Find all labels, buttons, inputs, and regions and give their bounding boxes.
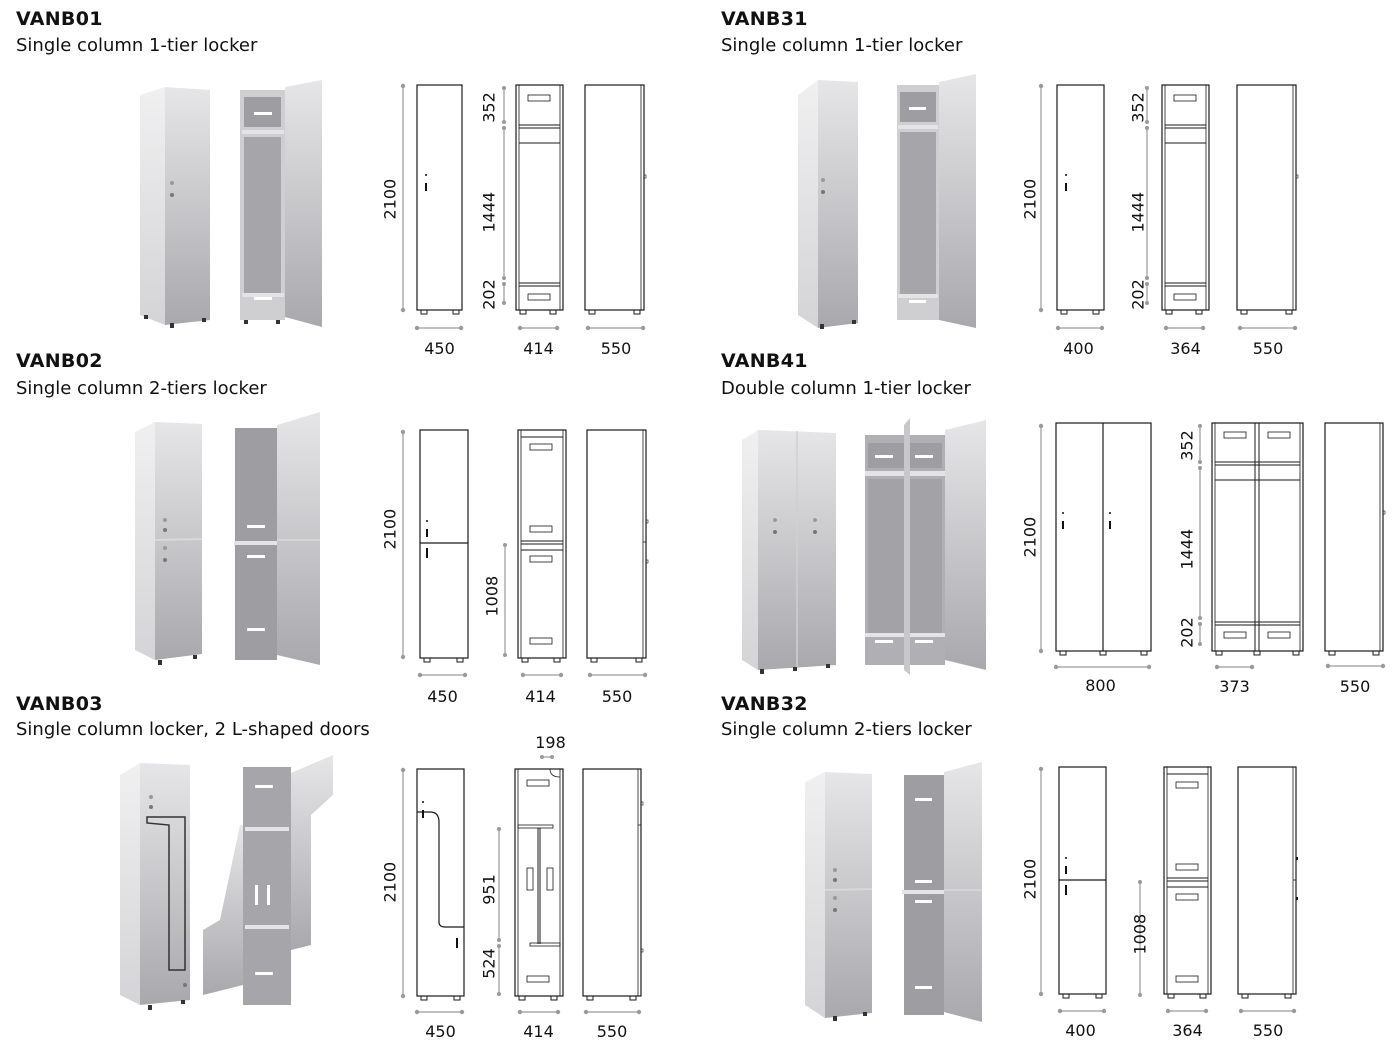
width-dimension: 450 [425,1022,456,1041]
lower-tier-dimension: 1008 [1130,913,1150,955]
upper-door-dimension: 951 [479,874,499,905]
side-view-drawing [586,429,649,678]
front-view-drawing [1038,83,1105,331]
product-code: VANB41 [721,350,808,372]
depth-dimension: 550 [596,1022,628,1041]
lower-tier-dimension: 1008 [482,575,502,617]
height-dimension: 2100 [1020,858,1040,900]
interior-width-dimension: 364 [1172,1021,1203,1040]
front-view-drawing [1038,766,1107,1014]
middle-compartment-dimension: 1444 [1128,191,1148,233]
locker-photo [140,80,322,328]
interior-width-dimension: 414 [525,687,556,706]
width-dimension: 450 [424,339,455,358]
height-dimension: 2100 [380,861,400,903]
width-dimension: 400 [1065,1021,1096,1040]
locker-photo [120,755,333,1010]
middle-compartment-dimension: 1444 [1177,528,1197,570]
interior-view-drawing [1145,84,1210,331]
height-dimension: 2100 [380,178,400,220]
height-dimension: 2100 [1020,178,1040,220]
side-view-drawing [1237,766,1298,1014]
depth-dimension: 550 [1252,1021,1284,1040]
locker-photo [805,762,982,1022]
product-description: Single column locker, 2 L-shaped doors [16,719,370,740]
width-dimension: 450 [427,687,458,706]
interior-width-dimension: 414 [523,1022,554,1041]
interior-width-dimension: 414 [523,339,554,358]
lower-door-dimension: 524 [479,948,499,979]
product-code: VANB31 [721,8,808,30]
height-dimension: 2100 [1020,516,1040,558]
product-description: Single column 2-tiers locker [721,719,972,740]
interior-view-drawing [497,755,564,1015]
bottom-compartment-dimension: 202 [1128,279,1148,310]
width-dimension: 400 [1063,339,1094,358]
side-view-drawing [582,768,644,1015]
product-description: Single column 1-tier locker [721,35,963,56]
interior-view-drawing [1198,422,1304,670]
locker-photo [742,418,986,675]
top-compartment-dimension: 352 [479,92,499,123]
bottom-compartment-dimension: 202 [479,279,499,310]
locker-photo [135,412,320,665]
locker-photo [798,74,976,329]
side-view-drawing [584,84,647,331]
depth-dimension: 550 [601,687,633,706]
width-dimension: 800 [1085,676,1116,695]
front-view-drawing [400,83,464,331]
top-compartment-dimension: 352 [1177,430,1197,461]
interior-view-drawing [503,429,567,678]
depth-dimension: 550 [1252,339,1284,358]
top-offset-dimension: 198 [535,733,566,752]
height-dimension: 2100 [380,508,400,550]
product-code: VANB03 [16,693,103,715]
interior-width-dimension: 373 [1219,677,1250,696]
interior-view-drawing [1138,766,1212,1014]
depth-dimension: 550 [600,339,632,358]
product-description: Double column 1-tier locker [721,378,971,399]
front-view-drawing [400,429,469,678]
bottom-compartment-dimension: 202 [1177,617,1197,648]
front-view-drawing [400,767,465,1015]
depth-dimension: 550 [1339,677,1371,696]
side-view-drawing [1324,422,1386,669]
middle-compartment-dimension: 1444 [479,191,499,233]
product-code: VANB02 [16,350,103,372]
top-compartment-dimension: 352 [1128,92,1148,123]
interior-width-dimension: 364 [1170,339,1201,358]
product-description: Single column 1-tier locker [16,35,258,56]
product-description: Single column 2-tiers locker [16,378,267,399]
product-code: VANB32 [721,693,808,715]
product-code: VANB01 [16,8,103,30]
interior-view-drawing [502,84,564,331]
side-view-drawing [1236,84,1299,331]
front-view-drawing [1038,422,1152,670]
